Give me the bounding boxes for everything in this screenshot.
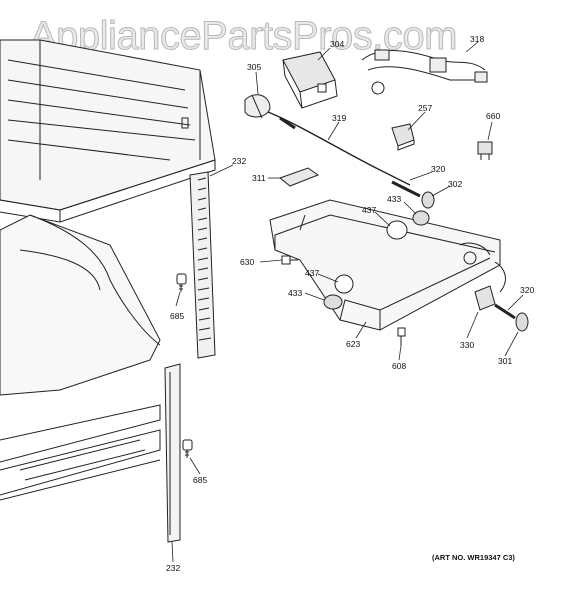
callout-433-top: 433 (387, 194, 402, 204)
switch-660 (477, 141, 493, 160)
callout-320-bottom: 320 (520, 285, 535, 295)
callout-685-bottom: 685 (193, 475, 208, 485)
knob-301 (494, 303, 529, 332)
callout-437-mid: 437 (305, 268, 320, 278)
bulb-437-top (386, 220, 408, 240)
rail-232-bottom (164, 363, 181, 543)
callout-318: 318 (470, 34, 485, 44)
screw-608 (397, 327, 406, 346)
switch-330 (474, 261, 506, 311)
callout-301: 301 (498, 356, 513, 366)
callout-311: 311 (252, 173, 266, 183)
bulb-437-mid (334, 274, 354, 294)
callout-319: 319 (332, 113, 347, 123)
light-housing-623 (269, 199, 501, 331)
fresh-food-liner (0, 39, 216, 223)
callout-302: 302 (448, 179, 463, 189)
callout-608: 608 (392, 361, 407, 371)
housing-304 (282, 51, 338, 109)
callout-257: 257 (418, 103, 433, 113)
callout-320-top: 320 (431, 164, 446, 174)
callout-623: 623 (346, 339, 361, 349)
bracket-311 (278, 167, 320, 187)
leader-lines (171, 41, 524, 563)
callout-685-top: 685 (170, 311, 185, 321)
wire-harness-318 (361, 49, 488, 95)
callout-304: 304 (330, 39, 345, 49)
relay-257 (391, 123, 415, 151)
cable-319 (267, 111, 411, 186)
art-number: (ART NO. WR19347 C3) (432, 553, 515, 562)
socket-433-mid (323, 294, 343, 310)
callout-433-mid: 433 (288, 288, 303, 298)
rail-232-top (189, 171, 216, 359)
damper-305 (244, 94, 271, 119)
screw-685-top (176, 273, 187, 292)
callout-437-top: 437 (362, 205, 377, 215)
callout-305: 305 (247, 62, 262, 72)
callout-330: 330 (460, 340, 475, 350)
screw-685-bottom (182, 439, 193, 458)
callout-232-bottom: 232 (166, 563, 181, 573)
socket-433-top (412, 210, 430, 226)
freezer-drawer (0, 214, 161, 501)
callout-660: 660 (486, 111, 501, 121)
callout-232-top: 232 (232, 156, 247, 166)
callout-630: 630 (240, 257, 255, 267)
knob-302 (391, 180, 435, 209)
